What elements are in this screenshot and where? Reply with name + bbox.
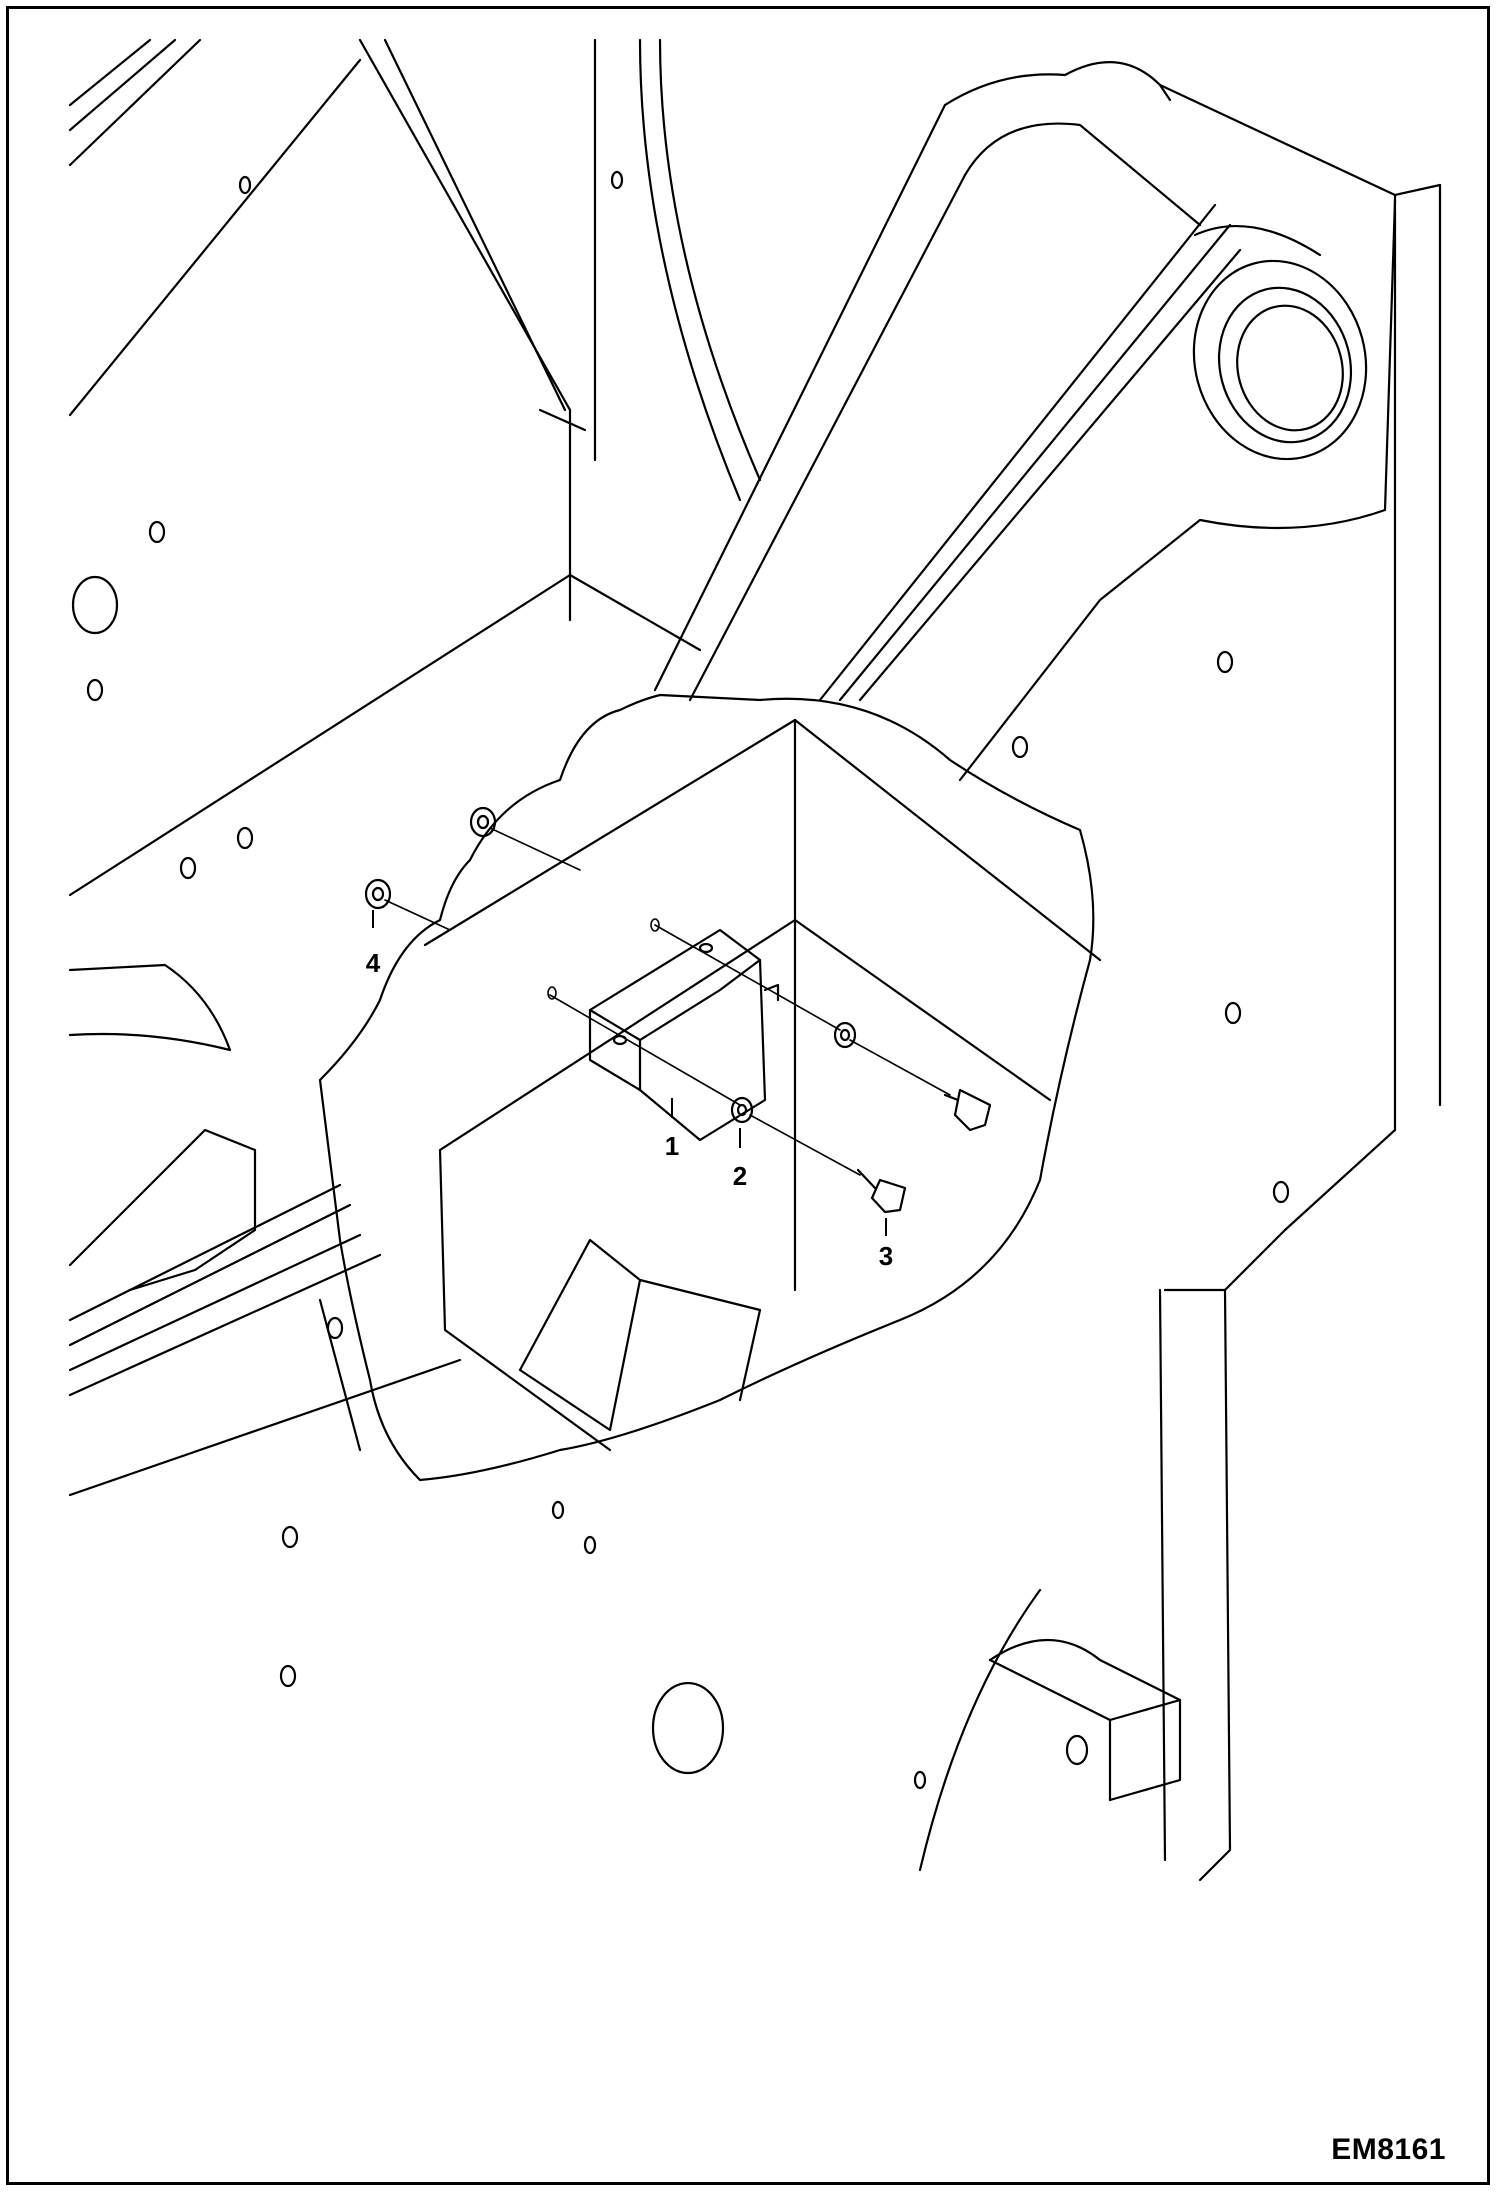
pivot-boss <box>1192 225 1368 461</box>
lift-arm <box>653 61 1442 1132</box>
explosion-lines <box>384 827 951 1176</box>
washer-lower <box>730 1096 754 1124</box>
callout-3-label: 3 <box>879 1241 893 1271</box>
cutaway-outline <box>318 693 1095 1482</box>
mounting-plate <box>423 718 1102 1452</box>
lower-frame <box>68 963 462 1497</box>
frame-holes <box>71 170 1290 1790</box>
figure-id: EM8161 <box>1331 2133 1446 2166</box>
bolt-lower <box>856 1168 907 1214</box>
washer-upper <box>833 1021 857 1049</box>
drawing-frame <box>6 6 1490 2185</box>
bolt-upper <box>943 1088 992 1132</box>
main-frame-outline <box>918 1128 1397 1882</box>
leader-lines <box>372 910 887 1236</box>
side-plate <box>593 38 762 502</box>
callout-1-label: 1 <box>665 1131 679 1161</box>
callout-2-label: 2 <box>733 1161 747 1191</box>
nut-lower <box>364 878 392 910</box>
nut-upper <box>469 806 497 838</box>
callout-4-label: 4 <box>366 948 381 978</box>
upper-left-panel <box>68 38 702 897</box>
